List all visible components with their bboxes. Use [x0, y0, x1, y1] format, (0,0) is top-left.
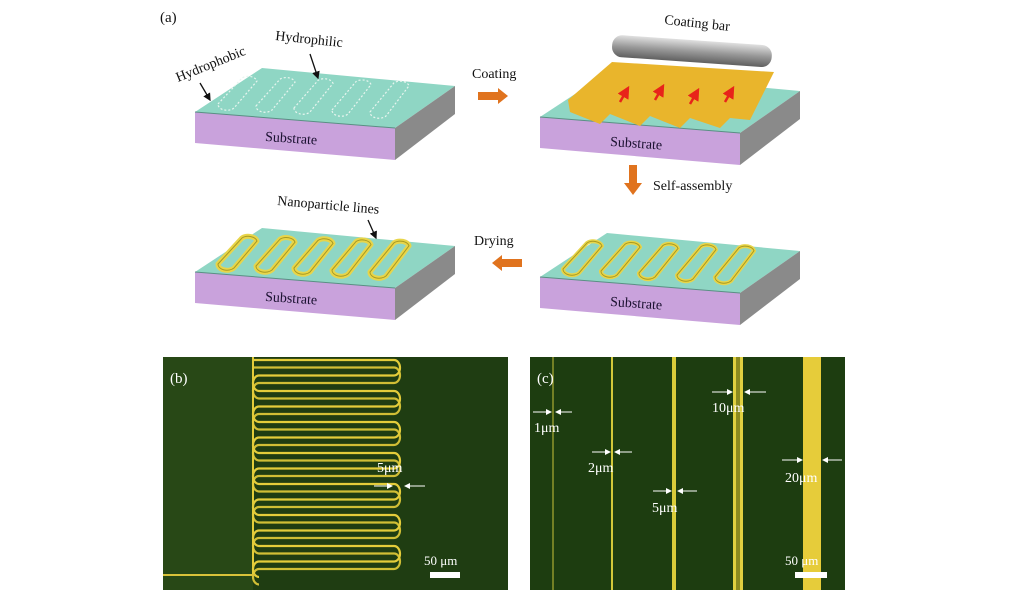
coating-bar [612, 35, 772, 68]
substrate-slab-assembling: Substrate [539, 233, 800, 325]
hydrophilic-arrow [309, 53, 320, 80]
coating-bar-label: Coating bar [664, 13, 731, 35]
substrate-label: Substrate [610, 295, 663, 314]
panel-b-micrograph: (b) 5μm 50 μm [163, 357, 508, 590]
panel-c-micrograph: (c) 1μm 2μm 5μm 10μm 20μm 50 μm [530, 357, 845, 590]
self-assembly-label: Self-assembly [653, 179, 732, 194]
flow-arrow-icon [722, 85, 735, 103]
self-assembly-arrow-icon [624, 165, 642, 195]
nanoparticle-lines-label: Nanoparticle lines [277, 194, 380, 218]
drying-arrow-icon [492, 255, 522, 271]
hydrophobic-arrow [199, 82, 211, 102]
nanoparticle-arrow [367, 219, 377, 240]
panel-b-label: (b) [170, 371, 188, 387]
width-label-10: 10μm [712, 401, 745, 416]
flow-arrow-icon [687, 87, 700, 105]
coating-label: Coating [472, 67, 516, 82]
flow-arrows [617, 83, 735, 105]
flow-arrow-icon [617, 85, 630, 103]
panel-c-label: (c) [537, 371, 554, 387]
substrate-slab-lines: Substrate [194, 228, 455, 320]
width-label-5: 5μm [652, 501, 678, 516]
hydrophilic-label: Hydrophilic [275, 29, 344, 51]
flow-arrow-icon [652, 83, 665, 101]
width-label-1: 1μm [534, 421, 560, 436]
panel-c-scale-label: 50 μm [785, 553, 818, 568]
panel-a-label: (a) [160, 10, 177, 26]
coating-arrow-icon [478, 88, 508, 104]
line-pattern [217, 75, 410, 119]
coating-liquid [568, 62, 774, 128]
substrate-label: Substrate [610, 135, 663, 154]
drying-label: Drying [474, 234, 514, 249]
hydrophobic-label: Hydrophobic [174, 44, 248, 86]
panel-b-scale-bar [430, 572, 460, 578]
panel-c-scale-bar [795, 572, 827, 578]
substrate-label: Substrate [265, 290, 318, 309]
substrate-slab-bare: Substrate [194, 68, 455, 160]
substrate-label: Substrate [265, 130, 318, 149]
panel-b-scale-label: 50 μm [424, 553, 457, 568]
panel-b-width-label: 5μm [377, 461, 403, 476]
width-label-2: 2μm [588, 461, 614, 476]
width-label-20: 20μm [785, 471, 818, 486]
